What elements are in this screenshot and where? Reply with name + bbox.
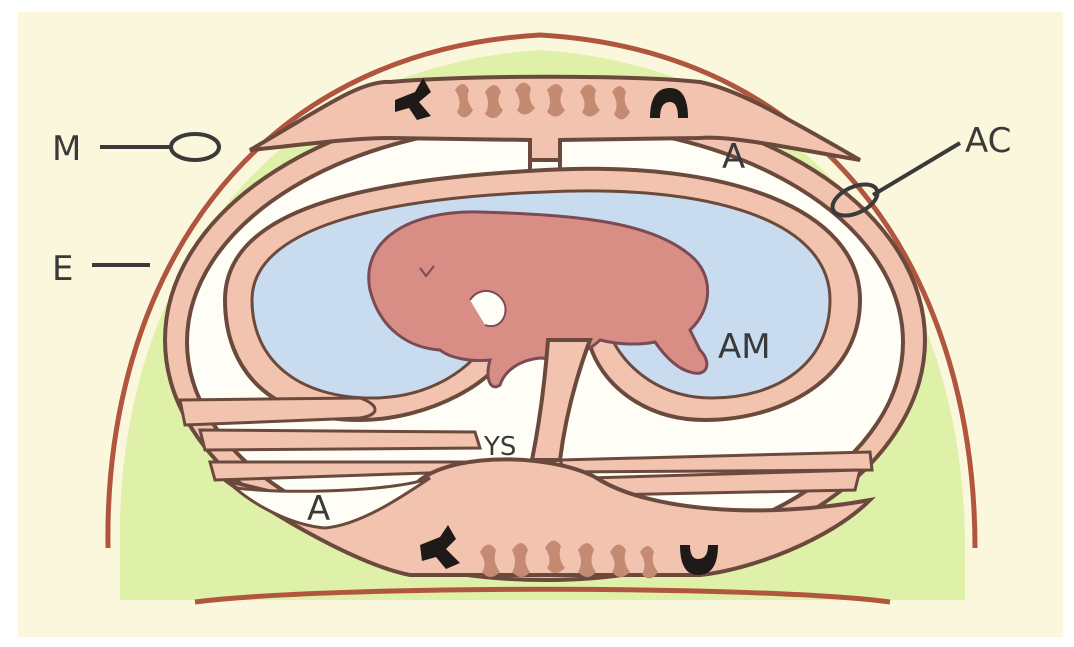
- label-ac: AC: [965, 121, 1011, 161]
- label-e: E: [52, 249, 73, 289]
- band-left-2: [200, 430, 480, 450]
- label-ys: YS: [483, 432, 516, 462]
- label-a-bottom: A: [307, 489, 330, 529]
- label-m: M: [52, 129, 81, 169]
- label-am: AM: [718, 327, 771, 367]
- label-a-top: A: [722, 137, 745, 177]
